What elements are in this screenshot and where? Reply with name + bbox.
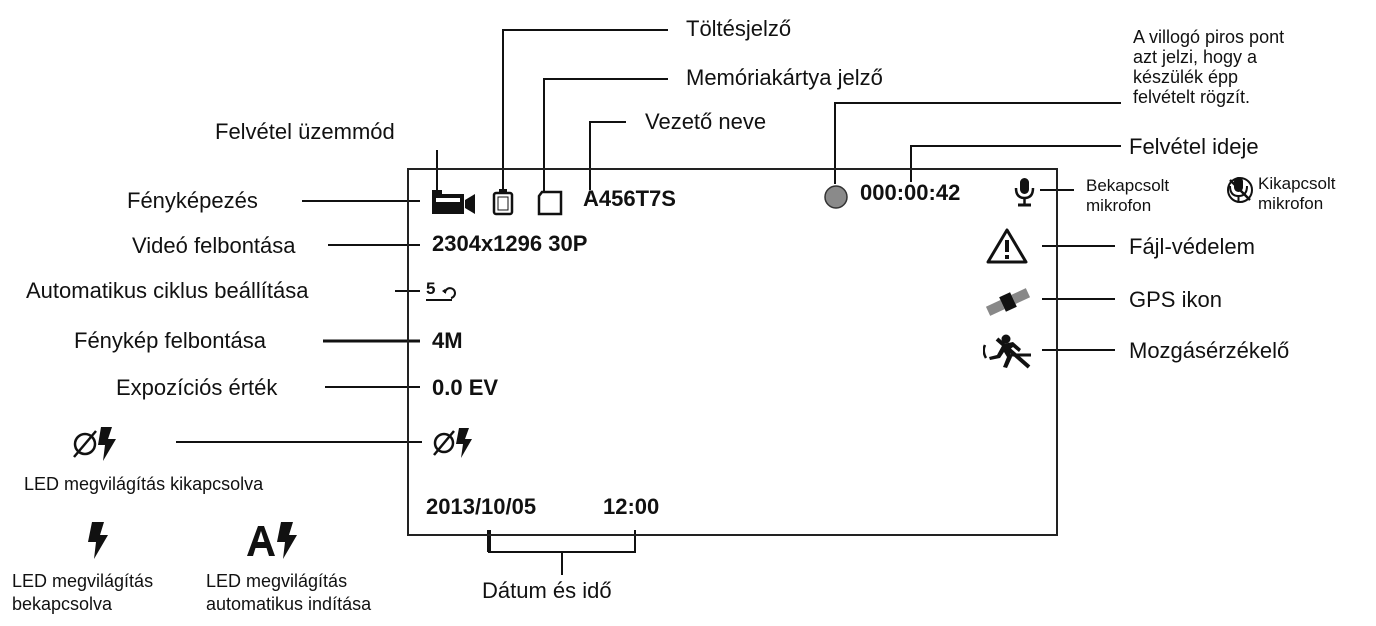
label-led-auto: LED megvilágítás automatikus indítása [206,571,372,615]
loop-value: 5 [426,279,436,298]
line-driver [589,121,626,190]
label-rec-time: Felvétel ideje [1129,134,1259,159]
label-rec-mode: Felvétel üzemmód [215,119,395,144]
line-blink [834,102,1121,184]
flash-off-legend-icon [73,427,116,461]
exposure-value: 0.0 EV [432,375,499,400]
label-mic-off: Kikapcsolt mikrofon [1258,174,1336,214]
label-mic-on: Bekapcsolt mikrofon [1086,176,1170,216]
line-memcard [543,78,668,193]
label-blink-note: A villogó piros pont azt jelzi, hogy a k… [1133,27,1285,108]
label-loop: Automatikus ciklus beállítása [26,278,309,303]
microphone-icon [1014,178,1035,207]
flash-icon [88,522,108,559]
label-exposure: Expozíciós érték [116,375,278,400]
satellite-icon [985,288,1031,316]
rec-time: 000:00:42 [860,180,961,205]
time-value: 12:00 [603,494,660,519]
sd-card-icon [537,190,563,216]
battery-icon [492,189,514,216]
photo-res-value: 4M [432,328,463,353]
line-charge [502,29,668,193]
video-res-value: 2304x1296 30P [432,231,588,256]
label-photo: Fényképezés [127,188,258,213]
driver-name: A456T7S [583,186,676,211]
motion-detector-icon [983,334,1031,369]
line-rec-time [910,145,1121,182]
label-charge: Töltésjelző [686,16,792,41]
label-file-protect: Fájl-védelem [1129,234,1255,259]
label-gps: GPS ikon [1129,287,1222,312]
date-value: 2013/10/05 [426,494,537,519]
label-led-on: LED megvilágítás bekapcsolva [12,571,154,615]
label-motion: Mozgásérzékelő [1129,338,1290,363]
flash-auto-icon [247,522,297,559]
label-memcard: Memóriakártya jelző [686,65,883,90]
label-datetime: Dátum és idő [482,578,612,603]
loop-icon: 5 [426,279,466,301]
microphone-off-icon [1227,177,1253,203]
warning-triangle-icon [986,228,1028,264]
label-driver: Vezető neve [645,109,767,134]
camera-screen [407,168,1058,536]
label-photo-res: Fénykép felbontása [74,328,267,353]
label-video-res: Videó felbontása [132,233,296,258]
video-camera-icon [432,190,475,214]
record-dot-icon [824,185,848,209]
label-led-off: LED megvilágítás kikapcsolva [24,474,264,494]
flash-off-icon [433,428,472,458]
